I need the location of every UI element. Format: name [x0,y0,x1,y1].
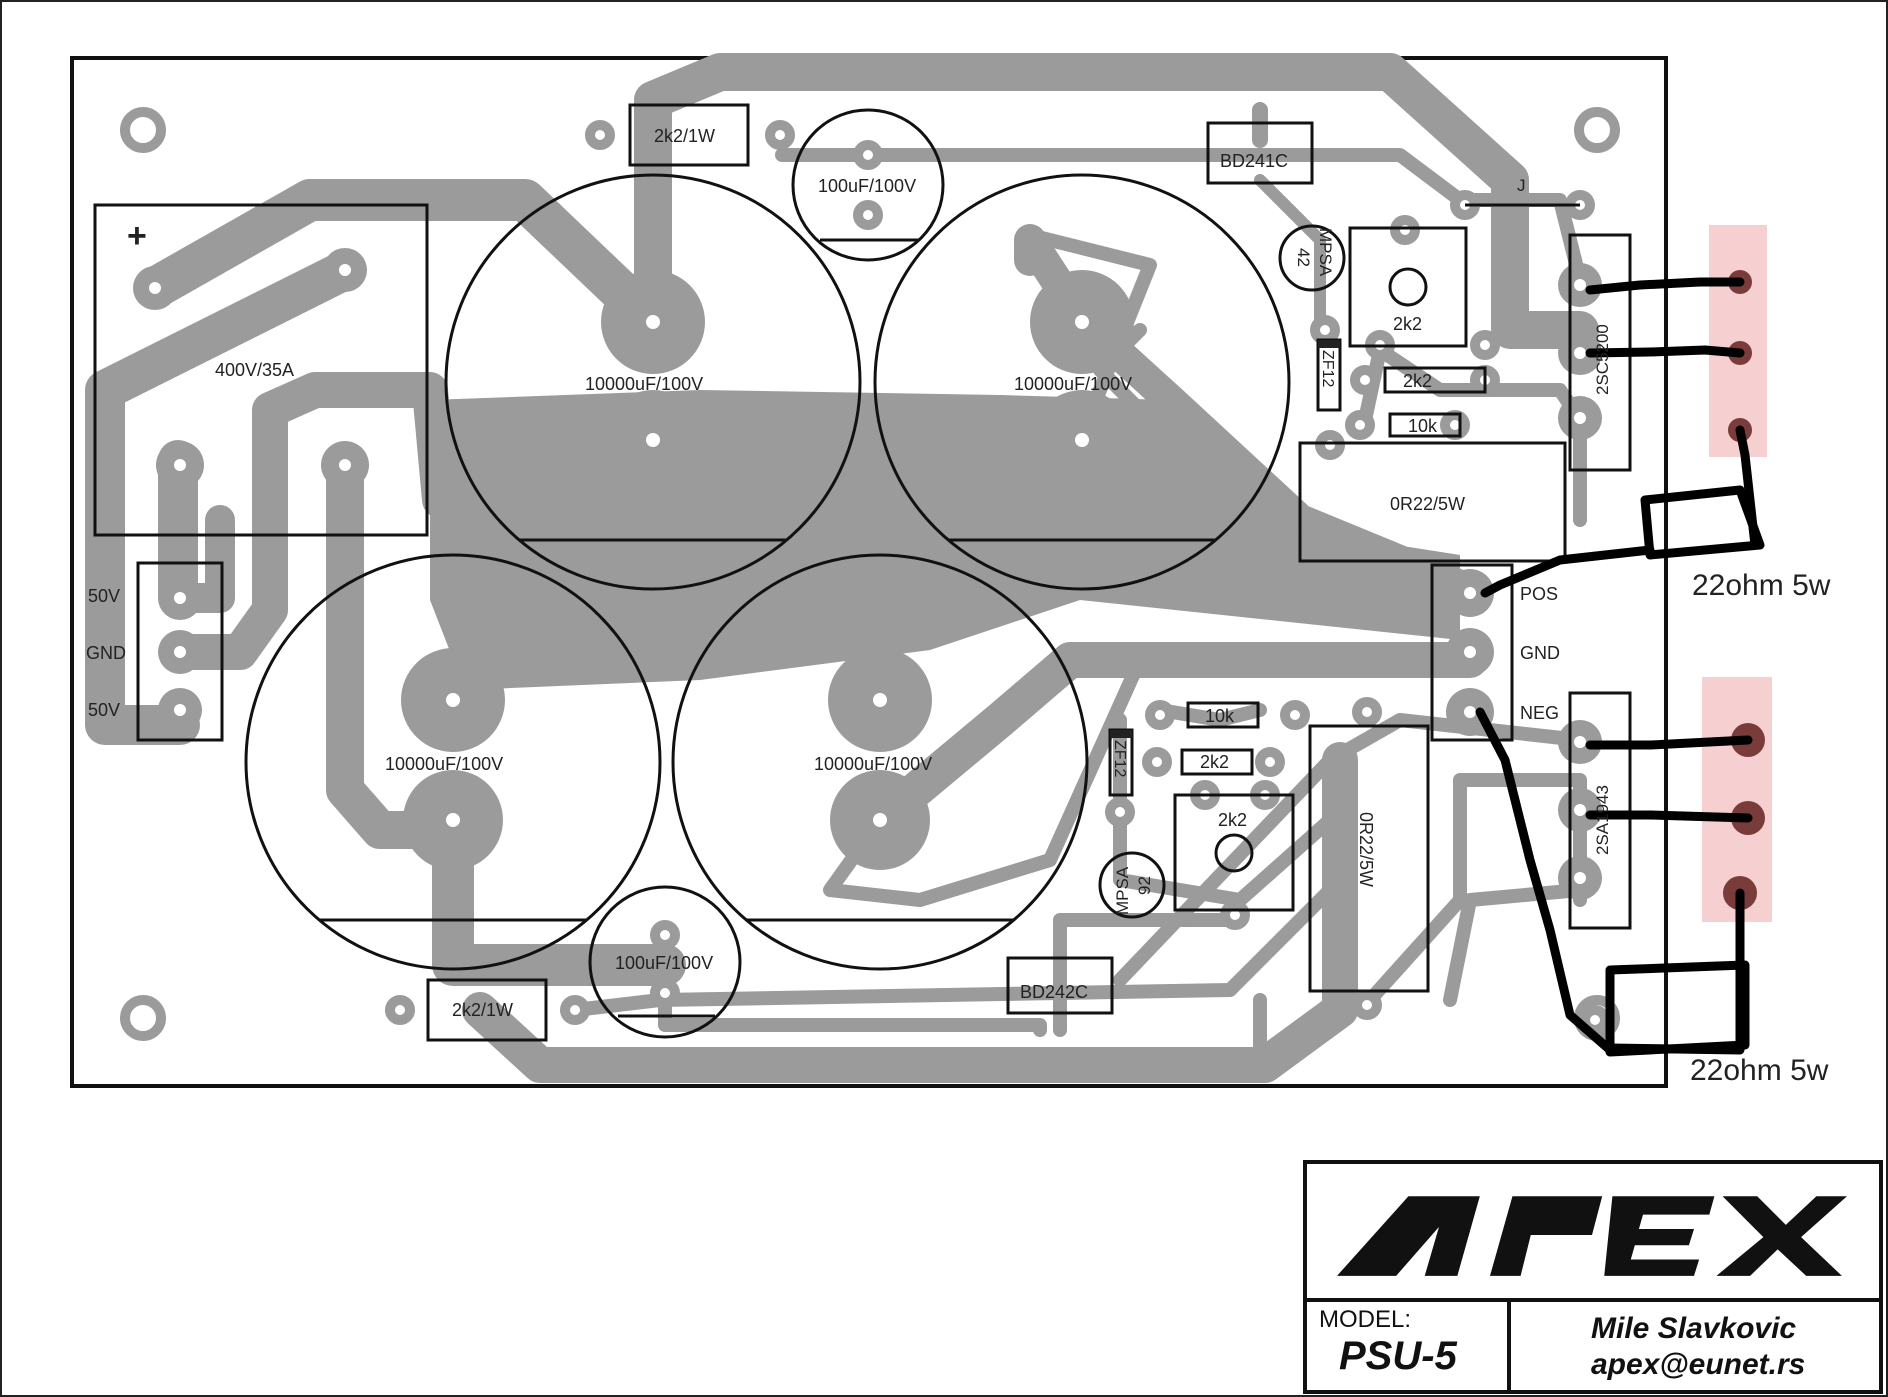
titleblock-brand-cell [1303,1160,1883,1302]
trimmer-bottom-label: 2k2 [1218,810,1247,830]
zener-bottom-label: ZF12 [1111,740,1128,777]
power-res-top-outline [1298,441,1567,563]
drill-holes [149,264,1586,884]
res-1w-top-outline [628,103,750,167]
added-wires [1475,277,1765,1057]
input-header-outline [136,561,224,742]
power-res-bottom-label: 0R22/5W [1356,812,1376,887]
plus-sign: + [127,217,147,255]
model-label: MODEL: [1319,1306,1412,1333]
cap-small-1-label: 100uF/100V [818,176,916,196]
transformer-outline [93,203,429,537]
res-1w-bottom-outline [426,978,548,1042]
cap-small-2-label: 100uF/100V [615,953,713,973]
cap-big-2-label: 10000uF/100V [1014,374,1132,394]
cap-big-2-outline [873,173,1291,591]
input-label-neg: 50V [88,700,120,720]
bd242c-label: BD242C [1020,982,1088,1002]
transformer-label: 400V/35A [215,360,294,380]
mpsa-bottom-label-1: MPSA [1113,866,1132,915]
bd241c-label: BD241C [1220,151,1288,171]
cap-big-4-label: 10000uF/100V [814,754,932,774]
mpsa-top-label-2: 42 [1294,248,1313,267]
res-2k2-top-label: 2k2 [1403,371,1432,391]
author-email: apex@eunet.rs [1591,1348,1806,1381]
mpsa-bottom-label-2: 92 [1135,876,1154,895]
power-res-top-label: 0R22/5W [1390,494,1465,514]
cap-big-4-outline [671,553,1089,971]
trimmer-top-label: 2k2 [1393,314,1422,334]
output-label-pos: POS [1520,584,1558,604]
bd241c-outline [1206,121,1314,185]
cap-small-1-outline [791,108,945,262]
input-label-pos: 50V [88,586,120,606]
res-1w-bottom-label: 2k2/1W [452,1000,513,1020]
author-name: Mile Slavkovic [1591,1312,1797,1345]
model-value: PSU-5 [1339,1334,1457,1378]
output-label-gnd: GND [1520,643,1560,663]
jumper-label: J [1517,176,1526,195]
cap-small-2-outline [588,885,742,1039]
added-resistor-bottom-label: 22ohm 5w [1690,1054,1829,1087]
2sc5200-label: 2SC5200 [1593,324,1612,395]
input-label-gnd: GND [86,643,126,663]
cap-big-1-outline [444,173,862,591]
2sa1943-label: 2SA1943 [1593,785,1612,855]
titleblock-author-cell: Mile Slavkovic apex@eunet.rs [1507,1298,1883,1394]
added-resistor-top-label: 22ohm 5w [1692,569,1831,602]
res-10k-bottom-label: 10k [1205,706,1235,726]
zener-top-label: ZF12 [1319,350,1336,387]
res-1w-top-label: 2k2/1W [654,126,715,146]
titleblock-model-cell: MODEL: PSU-5 [1303,1298,1511,1394]
cap-big-1-label: 10000uF/100V [585,374,703,394]
cap-big-3-label: 10000uF/100V [385,754,503,774]
trimmer-bottom-outline [1173,793,1295,912]
bd242c-outline [1006,956,1114,1015]
zener-bands [1110,340,1340,738]
res-10k-top-label: 10k [1408,416,1438,436]
trimmer-top-outline [1348,226,1468,348]
res-2k2-bottom-label: 2k2 [1200,752,1229,772]
apex-logo [1337,1196,1847,1276]
cap-big-3-outline [244,553,662,971]
output-label-neg: NEG [1520,703,1559,723]
power-res-bottom-outline [1308,724,1430,993]
output-header-outline [1430,563,1514,742]
mpsa-top-label-1: MPSA [1316,228,1335,277]
